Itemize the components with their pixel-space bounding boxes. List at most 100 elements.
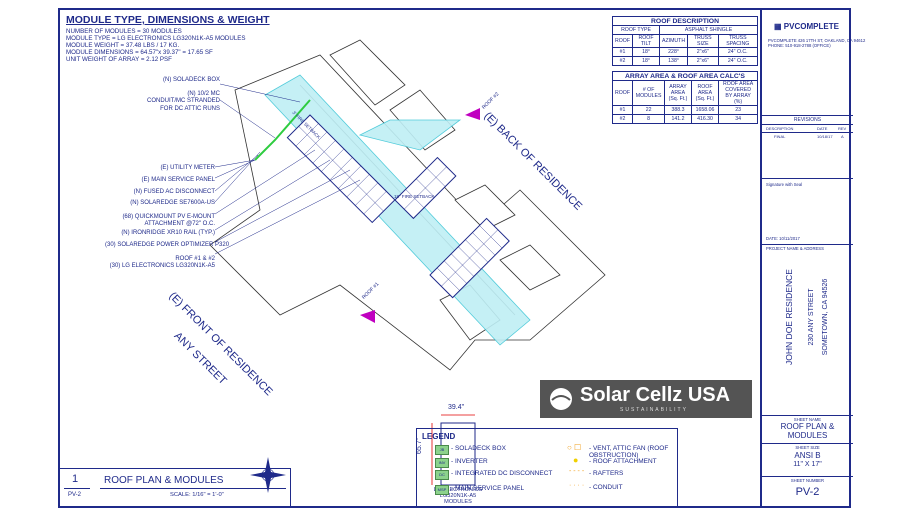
sheet-name-label: SHEET NAME xyxy=(793,417,822,422)
plan-label: (30) SOLAREDGE POWER OPTIMIZER P320 xyxy=(105,241,230,248)
legend-item: - SOLADECK BOX xyxy=(451,445,506,452)
inv-swatch: INV xyxy=(435,458,449,468)
company-name: PVCOMPLETE xyxy=(783,22,839,31)
module-caption-line: LG ELECTRONICS xyxy=(433,487,483,493)
module-grid xyxy=(404,166,447,210)
sheet-number: PV-2 xyxy=(795,486,820,498)
project-street: 230 ANY STREET xyxy=(808,288,815,346)
drawing-number: 1 xyxy=(72,473,79,485)
module-width-dim: 39.4" xyxy=(448,404,465,411)
legend-item: - RAFTERS xyxy=(589,470,624,477)
signature-label: Signature with Seal xyxy=(766,182,803,187)
project-name: JOHN DOE RESIDENCE xyxy=(784,269,794,365)
rev-header: DESCRIPTION xyxy=(766,126,794,131)
module-info-specs: NUMBER OF MODULES = 30 MODULES MODULE TY… xyxy=(66,28,246,64)
array-roof-1 xyxy=(286,114,396,224)
compass-rose-icon xyxy=(250,457,286,493)
array-roof-1b xyxy=(429,217,510,299)
module-spec-line: NUMBER OF MODULES = 30 MODULES xyxy=(66,28,182,35)
solar-cellz-logo-icon xyxy=(550,388,572,410)
title-block: ▦ PVCOMPLETE PVCOMPLETE 426 17TH ST, OAK… xyxy=(760,10,865,506)
leader-lines xyxy=(214,83,361,255)
drawing-sheet: MODULE TYPE, DIMENSIONS & WEIGHT NUMBER … xyxy=(58,8,865,508)
plan-label: ATTACHMENT @72" O.C. xyxy=(144,221,215,228)
module-grid xyxy=(436,225,503,291)
plan-label: CONDUIT/MC STRANDED xyxy=(147,98,220,105)
rev-cell: A xyxy=(841,134,844,139)
roof-description-table: ROOF DESCRIPTION ROOF TYPE ASPHALT SHING… xyxy=(611,16,758,66)
plan-label: (N) FUSED AC DISCONNECT xyxy=(133,188,215,195)
table-cell: 416.30 xyxy=(690,114,720,124)
array-area-table: ARRAY AREA & ROOF AREA CALC'S ROOF # OF … xyxy=(612,71,758,124)
solar-cellz-brand: Solar Cellz USA xyxy=(580,384,731,406)
solar-cellz-tagline: SUSTAINABILITY xyxy=(620,407,688,413)
plan-label: (30) LG ELECTRONICS LG320N1K-A5 xyxy=(109,262,215,269)
north-arrow xyxy=(250,457,286,493)
jb-swatch: JB xyxy=(435,445,449,455)
module-info-title: MODULE TYPE, DIMENSIONS & WEIGHT xyxy=(66,14,270,26)
drawing-title-block: 1 PV-2 ROOF PLAN & MODULES SCALE: 1/16" … xyxy=(60,468,291,507)
msp-swatch: MSP xyxy=(435,485,449,495)
module-spec-line: MODULE TYPE = LG ELECTRONICS LG320N1K-A5… xyxy=(66,34,246,42)
array-roof-2 xyxy=(394,156,457,220)
drawing-title: ROOF PLAN & MODULES xyxy=(104,475,224,486)
roof-1-marker xyxy=(360,310,375,323)
company-address: PVCOMPLETE 426 17TH ST, OAKLAND, CA 9461… xyxy=(768,38,866,43)
module-caption-line: MODULES xyxy=(444,499,472,506)
project-city: SOMETOWN, CA 94526 xyxy=(822,278,829,356)
module-caption-line: LG320N1K-A5 xyxy=(439,493,477,500)
rev-header: REV xyxy=(838,126,847,131)
legend-item: - CONDUIT xyxy=(589,484,623,491)
table-cell: 34 xyxy=(718,114,758,124)
plan-label: (N) SOLADECK BOX xyxy=(162,77,220,83)
module-spec-line: UNIT WEIGHT OF ARRAY = 2.12 PSF xyxy=(66,55,172,63)
company-phone: PHONE: 510-918-2788 (OFFICE) xyxy=(768,43,831,48)
plan-label: (E) MAIN SERVICE PANEL xyxy=(141,176,215,183)
roof-section xyxy=(499,244,561,291)
rev-cell: 10/18/17 xyxy=(817,134,833,139)
sheet-size: ANSI B xyxy=(794,451,821,460)
table-header: ROOF AREA COVERED BY ARRAY (%) xyxy=(718,80,758,106)
conduit-icon: · · · · xyxy=(569,482,585,489)
fire-setback-18-label: 18" FIRE SETBACK xyxy=(394,194,435,199)
rev-header: DATE xyxy=(817,126,828,131)
module-spec-line: MODULE DIMENSIONS = 64.57"x 39.37" = 17.… xyxy=(66,48,213,56)
logo-icon: ▦ xyxy=(774,22,782,31)
legend-item: - INVERTER xyxy=(451,458,488,465)
table-header: ARRAY AREA (Sq. Ft.) xyxy=(664,80,692,106)
plan-label: (N) 10/2 MC xyxy=(187,90,220,97)
solar-cellz-watermark: Solar Cellz USA SUSTAINABILITY xyxy=(540,380,752,418)
roof-section xyxy=(329,39,406,106)
roof-attachment-icon: ● xyxy=(573,455,579,465)
drawing-scale: SCALE: 1/16" = 1'-0" xyxy=(170,492,224,498)
fire-setback-band xyxy=(358,119,462,151)
revisions-title: REVISIONS xyxy=(793,117,822,123)
plan-label: (E) UTILITY METER xyxy=(160,165,215,171)
legend-item: - VENT, ATTIC FAN (ROOF OBSTRUCTION) xyxy=(589,445,669,459)
sheet-number-label: SHEET NUMBER xyxy=(790,478,825,483)
conduit-run xyxy=(254,99,311,161)
plan-labels-bottom: (E) UTILITY METER (E) MAIN SERVICE PANEL… xyxy=(105,163,230,270)
rafters-icon: - - - - xyxy=(569,468,585,475)
roof-plan-drawing xyxy=(209,39,606,493)
sheet-size-label: SHEET SIZE xyxy=(795,445,820,450)
table-cell: 8 xyxy=(631,114,666,124)
table-cell: 24" O.C. xyxy=(717,56,758,66)
plan-label: ROOF #1 & #2 xyxy=(175,255,215,262)
plan-label: (68) QUICKMOUNT PV E-MOUNT xyxy=(122,214,215,221)
legend-title: LEGEND xyxy=(422,432,456,441)
project-label: PROJECT NAME & ADDRESS xyxy=(766,246,824,251)
rev-cell: FINAL xyxy=(774,134,786,139)
table-header: # OF MODULES xyxy=(631,80,666,106)
date-label: DATE: 10/11/2017 xyxy=(766,236,800,241)
legend: LEGEND JB - SOLADECK BOX INV - INVERTER … xyxy=(416,428,678,507)
plan-label: (N) IRONRIDGE XR10 RAIL (TYP.) xyxy=(121,230,215,237)
sheet-name: ROOF PLAN & MODULES xyxy=(780,422,835,440)
table-cell: 2"x6" xyxy=(687,56,719,66)
dc-swatch: DC xyxy=(435,470,449,480)
legend-item: - MAIN SERVICE PANEL xyxy=(451,485,525,492)
legend-item: - INTEGRATED DC DISCONNECT xyxy=(451,470,553,477)
plan-label: (N) SOLAREDGE SE7600A-US xyxy=(130,200,215,207)
module-detail-caption: LG ELECTRONICS LG320N1K-A5 MODULES xyxy=(418,487,498,506)
plan-label: FOR DC ATTIC RUNS xyxy=(160,105,220,112)
